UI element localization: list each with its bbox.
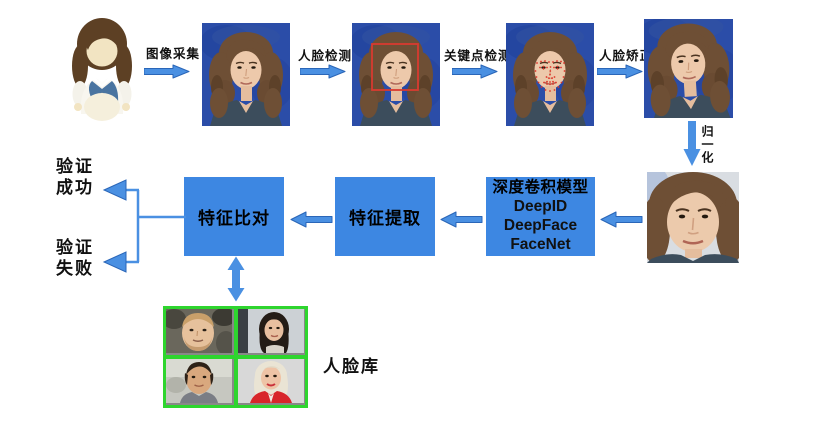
db-photo-young-man bbox=[166, 359, 234, 405]
feature-extraction-box: 特征提取 bbox=[335, 177, 435, 256]
step-label-face-detection: 人脸检测 bbox=[298, 49, 353, 63]
normalize-label: 归一化 bbox=[700, 125, 714, 164]
db-photo-blonde-woman bbox=[237, 359, 305, 405]
outcome-branch-connector bbox=[102, 179, 186, 273]
feature-comparison-label: 特征比对 bbox=[198, 209, 270, 228]
step-label-keypoint-detection: 关键点检测 bbox=[444, 49, 512, 63]
face-bounding-box bbox=[371, 43, 419, 91]
arrow-to-model-icon bbox=[600, 211, 643, 228]
arrow-keypoints-icon bbox=[452, 64, 498, 79]
arrow-to-extract-icon bbox=[440, 211, 483, 228]
arrow-capture-icon bbox=[144, 64, 190, 79]
feature-extraction-label: 特征提取 bbox=[349, 209, 421, 228]
outcome-failure-line1: 验证 bbox=[56, 238, 94, 257]
arrowhead-success-icon bbox=[102, 179, 127, 201]
face-database-label: 人脸库 bbox=[323, 357, 380, 376]
model-name-facenet: FaceNet bbox=[510, 235, 571, 253]
photo-face-aligned bbox=[644, 19, 733, 118]
arrow-to-compare-icon bbox=[290, 211, 333, 228]
model-name-deepface: DeepFace bbox=[503, 216, 578, 234]
outcome-failure: 验证 失败 bbox=[56, 237, 94, 280]
arrow-alignment-icon bbox=[597, 64, 643, 79]
landmark-dots bbox=[534, 60, 566, 92]
arrow-detection-icon bbox=[300, 64, 346, 79]
photo-face-normalized bbox=[647, 172, 739, 263]
deep-model-box: 深度卷积模型 DeepID DeepFace FaceNet bbox=[486, 177, 595, 256]
step-label-face-alignment: 人脸矫正 bbox=[599, 49, 654, 63]
db-photo-dark-haired-woman bbox=[237, 309, 305, 355]
outcome-failure-line2: 失败 bbox=[56, 259, 94, 279]
model-name-deepid: DeepID bbox=[513, 197, 568, 215]
outcome-success: 验证 成功 bbox=[56, 156, 94, 199]
arrow-normalize-icon bbox=[683, 121, 701, 166]
double-arrow-database-icon bbox=[227, 256, 245, 302]
feature-comparison-box: 特征比对 bbox=[184, 177, 284, 256]
deep-model-title: 深度卷积模型 bbox=[492, 179, 589, 197]
photo-captured-face bbox=[202, 23, 290, 126]
photo-face-detected bbox=[352, 23, 440, 126]
db-photo-bearded-man bbox=[166, 309, 234, 355]
outcome-success-line1: 验证 bbox=[56, 157, 94, 176]
outcome-success-line2: 成功 bbox=[56, 178, 94, 198]
arrowhead-failure-icon bbox=[102, 251, 127, 273]
user-avatar-icon bbox=[72, 18, 132, 121]
step-label-image-capture: 图像采集 bbox=[146, 47, 201, 61]
face-database-grid bbox=[163, 306, 308, 408]
photo-face-landmarks bbox=[506, 23, 594, 126]
